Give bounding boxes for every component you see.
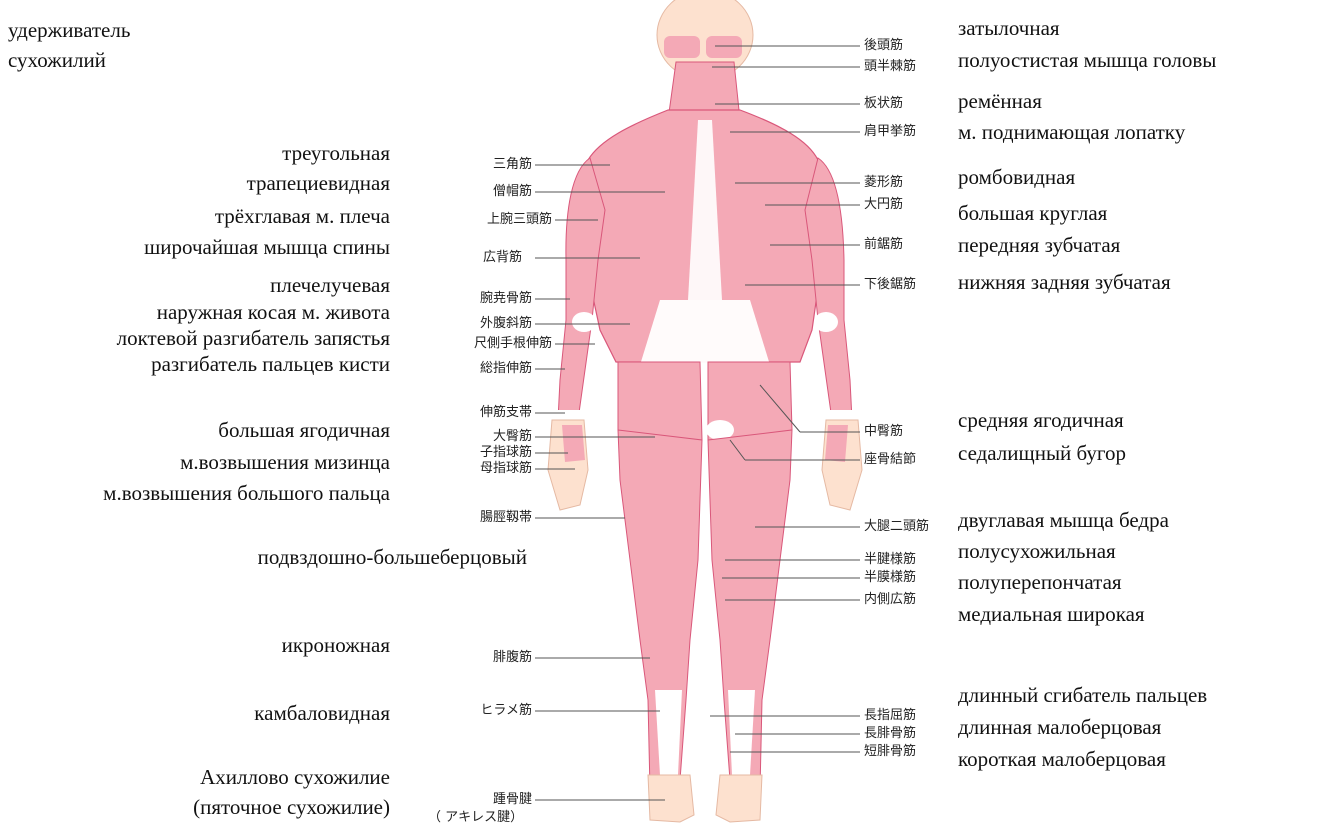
label-ru-trapezius: трапециевидная [247, 171, 390, 195]
label-jp-occipital: 後頭筋 [864, 38, 903, 54]
label-jp-semitendinosus: 半腱様筋 [864, 552, 916, 568]
label-jp-triceps: 上腕三頭筋 [487, 212, 552, 228]
label-jp-biceps-femoris: 大腿二頭筋 [864, 519, 929, 535]
label-jp-splenius: 板状筋 [864, 96, 903, 112]
label-jp-ecu: 尺側手根伸筋 [474, 336, 552, 352]
label-ru-achilles: Ахиллово сухожилие [200, 765, 390, 789]
label-ru-hypothenar: м.возвышения мизинца [180, 450, 390, 474]
label-ru-ext-oblique: наружная косая м. живота [157, 300, 390, 324]
label-ru-spi: нижняя задняя зубчатая [958, 270, 1171, 294]
label-jp-soleus: ヒラメ筋 [480, 703, 532, 719]
label-jp-ed: 総指伸筋 [480, 361, 532, 377]
label-ru-serratus: передняя зубчатая [958, 233, 1120, 257]
occipital-muscle-right [706, 36, 742, 58]
label-jp-serratus: 前鋸筋 [864, 237, 903, 253]
label-jp-peroneus-brevis: 短腓骨筋 [864, 744, 916, 760]
label-jp-latissimus: 広背筋 [483, 250, 522, 266]
left-hand-muscles [562, 425, 585, 462]
label-jp-teres: 大円筋 [864, 197, 903, 213]
label-ru-triceps: трёхглавая м. плеча [215, 204, 390, 228]
label-jp-spi: 下後鋸筋 [864, 277, 916, 293]
label-jp-gastrocnemius: 腓腹筋 [493, 650, 532, 666]
lumbar-fascia [640, 300, 770, 365]
label-ru-fdl: длинный сгибатель пальцев [958, 683, 1207, 707]
left-elbow [572, 312, 596, 332]
left-wrist-retinaculum [556, 410, 580, 420]
occipital-muscle-left [664, 36, 700, 58]
label-jp-gmax: 大臀筋 [493, 429, 532, 445]
label-ru-ischial: седалищный бугор [958, 441, 1126, 465]
label-ru-soleus: камбаловидная [254, 701, 390, 725]
label-jp-ext-oblique: 外腹斜筋 [480, 316, 532, 332]
label-ru-itband: подвздошно-большеберцовый [258, 545, 527, 569]
label-ru-brachioradialis: плечелучевая [270, 273, 390, 297]
label-jp-thenar: 母指球筋 [480, 461, 532, 477]
label-jp-trapezius: 僧帽筋 [493, 184, 532, 200]
label-ru-gastro: икроножная [282, 633, 390, 657]
label-jp-brachioradialis: 腕尭骨筋 [480, 291, 532, 307]
label-ru-thenar: м.возвышения большого пальца [103, 481, 390, 505]
label-ru-retinaculum-2: сухожилий [8, 48, 106, 72]
left-foot [648, 775, 694, 822]
label-ru-semispinalis: полуостистая мышца головы [958, 48, 1216, 72]
label-ru-teres: большая круглая [958, 201, 1107, 225]
label-jp-achilles: 踵骨腱 [493, 792, 532, 808]
label-jp-hypothenar: 子指球筋 [480, 445, 532, 461]
label-jp-retinaculum: 伸筋支帯 [480, 405, 532, 421]
label-ru-semimembranosus: полуперепончатая [958, 570, 1122, 594]
label-ru-biceps-femoris: двуглавая мышца бедра [958, 508, 1169, 532]
label-ru-rhomboid: ромбовидная [958, 165, 1075, 189]
label-ru-ed: разгибатель пальцев кисти [151, 352, 390, 376]
label-jp-deltoid: 三角筋 [493, 157, 532, 173]
label-jp-gmed: 中臀筋 [864, 424, 903, 440]
label-ru-ecu: локтевой разгибатель запястья [117, 326, 390, 350]
label-jp-semimembranosus: 半膜様筋 [864, 570, 916, 586]
label-jp-itband: 腸脛靱帯 [480, 510, 532, 526]
label-jp-rhomboid: 菱形筋 [864, 175, 903, 191]
label-ru-peroneus-longus: длинная малоберцовая [958, 715, 1161, 739]
right-hand-muscles [825, 425, 848, 462]
label-jp-levator: 肩甲挙筋 [864, 124, 916, 140]
label-ru-achilles-2: (пяточное сухожилие) [193, 795, 390, 819]
label-ru-vastus-medialis: медиальная широкая [958, 602, 1145, 626]
label-jp-ischial: 座骨結節 [864, 452, 916, 468]
label-ru-occipital: затылочная [958, 16, 1060, 40]
label-ru-gmed: средняя ягодичная [958, 408, 1124, 432]
label-ru-gmax: большая ягодичная [218, 418, 390, 442]
label-jp-vastus-medialis: 内側広筋 [864, 592, 916, 608]
label-jp-semispinalis: 頭半棘筋 [864, 59, 916, 75]
label-ru-splenius: ремённая [958, 89, 1042, 113]
right-wrist-retinaculum [830, 410, 854, 420]
label-ru-peroneus-brevis: короткая малоберцовая [958, 747, 1166, 771]
label-jp-achilles-sub: （ アキレス腱） [428, 810, 523, 826]
label-jp-peroneus-longus: 長腓骨筋 [864, 726, 916, 742]
label-jp-fdl: 長指屈筋 [864, 708, 916, 724]
right-elbow [814, 312, 838, 332]
label-ru-latissimus: широчайшая мышца спины [144, 235, 390, 259]
label-ru-retinaculum: удерживатель [8, 18, 130, 42]
label-ru-levator: м. поднимающая лопатку [958, 120, 1185, 144]
label-ru-deltoid: треугольная [282, 141, 390, 165]
right-foot [716, 775, 762, 822]
label-ru-semitendinosus: полусухожильная [958, 539, 1116, 563]
